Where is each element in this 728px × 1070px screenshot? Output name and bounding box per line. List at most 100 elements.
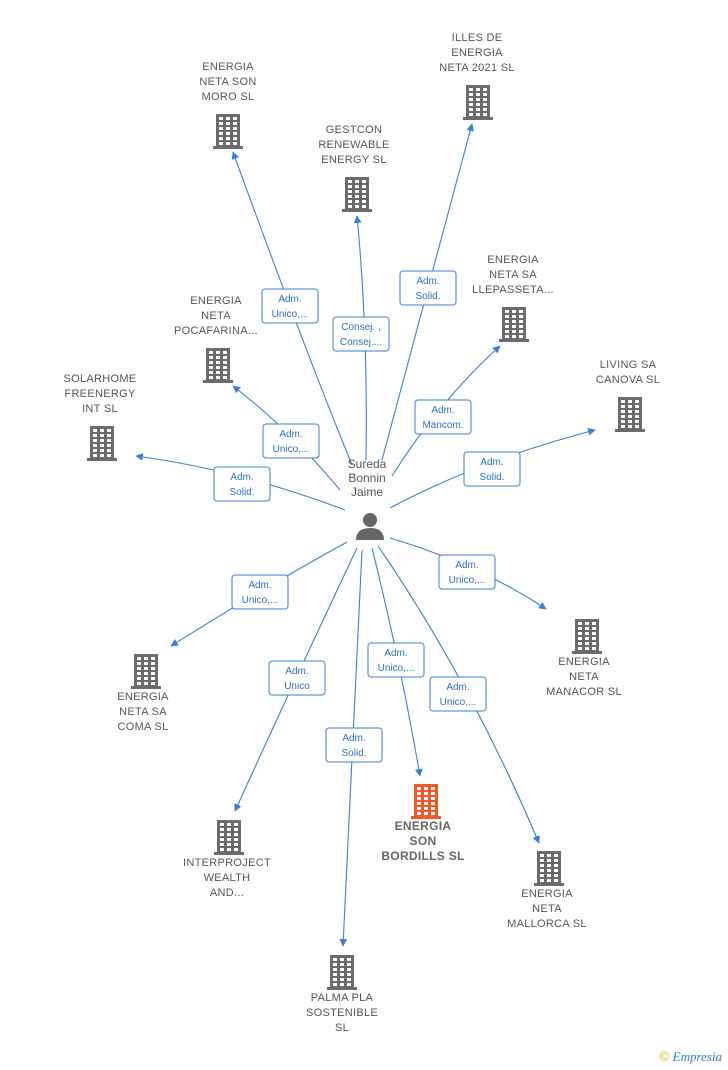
- node-label-line: ENERGIA: [487, 254, 539, 266]
- relation-box-living-sa-canova[interactable]: Adm. Solid.: [463, 451, 521, 487]
- node-label-line: ILLES DE: [452, 32, 503, 44]
- node-label-line: ENERGIA: [190, 295, 242, 307]
- relation-text: Unico,...: [449, 575, 486, 586]
- building-icon-energia-neta-manacor[interactable]: [572, 619, 602, 654]
- relation-box-energia-neta-sa-llepasseta[interactable]: Adm. Mancom.: [414, 399, 472, 435]
- relation-text: Solid.: [229, 487, 254, 498]
- footer-brand[interactable]: © Empresia: [659, 1049, 722, 1066]
- node-label-line: INTERPROJECT: [183, 857, 271, 869]
- relation-box-illes-de-energia-neta-2021[interactable]: Adm.Solid.: [399, 270, 457, 306]
- node-label-line: PALMA PLA: [311, 992, 374, 1004]
- relation-text: Adm.: [384, 648, 407, 659]
- relation-text: Unico,...: [440, 697, 477, 708]
- node-label-line: ENERGIA: [117, 691, 169, 703]
- node-label-line: GESTCON: [326, 124, 383, 136]
- person-name-line: Sureda: [348, 457, 387, 471]
- relation-text: Consej....: [340, 337, 382, 348]
- relation-text: Solid.: [415, 291, 440, 302]
- node-label-line: NETA: [201, 310, 231, 322]
- node-label-line: NETA SA: [119, 706, 167, 718]
- node-label-line: SOSTENIBLE: [306, 1007, 378, 1019]
- relation-text: Unico,...: [378, 663, 415, 674]
- relation-box-palma-pla-sostenible[interactable]: Adm.Solid.: [325, 727, 383, 763]
- copyright-symbol: ©: [658, 1050, 670, 1065]
- building-icon-solarhome-freenergy-int[interactable]: [87, 426, 117, 461]
- relation-text: Adm.: [431, 405, 454, 416]
- relation-box-energia-neta-pocafarina[interactable]: Adm.Unico,...: [262, 423, 320, 459]
- node-label-gestcon-renewable-energy[interactable]: GESTCON RENEWABLE ENERGY SL: [318, 124, 389, 166]
- person-icon: [356, 513, 384, 540]
- node-label-line: FREENERGY: [64, 388, 136, 400]
- relation-box-energia-neta-son-moro[interactable]: Adm. Unico,...: [261, 288, 319, 324]
- building-icon-energia-son-bordills[interactable]: [411, 784, 441, 819]
- building-icon-energia-neta-mallorca[interactable]: [534, 851, 564, 886]
- node-label-energia-neta-sa-coma[interactable]: ENERGIA NETA SA COMA SL: [117, 691, 169, 733]
- node-label-line: BORDILLS SL: [381, 849, 464, 863]
- person-name-line: Jaime: [351, 485, 383, 499]
- node-label-line: COMA SL: [117, 721, 168, 733]
- relation-box-gestcon-renewable-energy[interactable]: Consej. , Consej....: [332, 316, 390, 352]
- node-label-energia-neta-pocafarina[interactable]: ENERGIANETAPOCAFARINA...: [174, 295, 258, 337]
- building-icon-gestcon-renewable-energy[interactable]: [342, 177, 372, 212]
- relation-box-energia-neta-sa-coma[interactable]: Adm. Unico,...: [231, 574, 289, 610]
- building-icon-interproject-wealth[interactable]: [214, 820, 244, 855]
- relation-text: Adm.: [285, 666, 308, 677]
- building-icon-palma-pla-sostenible[interactable]: [327, 955, 357, 990]
- brand-name: mpresia: [680, 1049, 722, 1064]
- node-label-line: INT SL: [82, 403, 118, 415]
- relation-box-energia-son-bordills[interactable]: Adm. Unico,...: [367, 642, 425, 678]
- relation-box-interproject-wealth[interactable]: Adm. Unico: [268, 660, 326, 696]
- node-label-line: NETA: [569, 671, 599, 683]
- relation-text: Adm.: [455, 560, 478, 571]
- node-label-interproject-wealth[interactable]: INTERPROJECT WEALTH AND...: [183, 857, 271, 899]
- relation-text: Consej. ,: [341, 322, 380, 333]
- node-label-line: LLEPASSETA...: [472, 284, 554, 296]
- building-icon-energia-neta-sa-llepasseta[interactable]: [499, 307, 529, 342]
- relation-box-energia-neta-manacor[interactable]: Adm. Unico,...: [438, 554, 496, 590]
- node-label-line: ENERGIA: [395, 819, 452, 833]
- building-icon-living-sa-canova[interactable]: [615, 397, 645, 432]
- node-label-line: MANACOR SL: [546, 686, 622, 698]
- relation-text: Adm.: [278, 294, 301, 305]
- relation-box-energia-neta-mallorca[interactable]: Adm. Unico,...: [429, 676, 487, 712]
- relation-text: Adm.: [342, 733, 365, 744]
- node-label-line: AND...: [210, 887, 244, 899]
- building-icon-energia-neta-son-moro[interactable]: [213, 114, 243, 149]
- building-icon-energia-neta-sa-coma[interactable]: [131, 654, 161, 689]
- node-label-line: ENERGIA: [558, 656, 610, 668]
- relation-text: Unico,...: [242, 595, 279, 606]
- node-label-line: ENERGY SL: [321, 154, 386, 166]
- node-label-line: SON: [410, 834, 437, 848]
- person-name-line: Bonnin: [348, 471, 385, 485]
- relation-text: Unico,...: [273, 444, 310, 455]
- node-label-energia-neta-manacor[interactable]: ENERGIA NETA MANACOR SL: [546, 656, 622, 698]
- node-label-line: NETA 2021 SL: [439, 62, 515, 74]
- building-icon-energia-neta-pocafarina[interactable]: [203, 348, 233, 383]
- node-label-line: ENERGIA: [451, 47, 503, 59]
- relation-text: Adm.: [480, 457, 503, 468]
- relation-text: Adm.: [446, 682, 469, 693]
- node-label-line: WEALTH: [204, 872, 251, 884]
- node-label-energia-neta-sa-llepasseta[interactable]: ENERGIA NETA SA LLEPASSETA...: [472, 254, 554, 296]
- node-label-line: MORO SL: [202, 91, 255, 103]
- relation-text: Unico,...: [272, 309, 309, 320]
- relation-box-solarhome-freenergy-int[interactable]: Adm.Solid.: [213, 466, 271, 502]
- relation-text: Mancom.: [422, 420, 463, 431]
- node-label-line: MALLORCA SL: [507, 918, 587, 930]
- relation-text: Unico: [284, 681, 310, 692]
- node-label-line: NETA SON: [199, 76, 256, 88]
- node-label-line: NETA SA: [489, 269, 537, 281]
- node-label-illes-de-energia-neta-2021[interactable]: ILLES DE ENERGIA NETA 2021 SL: [439, 32, 515, 74]
- relation-text: Solid.: [479, 472, 504, 483]
- node-label-line: RENEWABLE: [318, 139, 389, 151]
- relation-text: Adm.: [248, 580, 271, 591]
- node-label-line: NETA: [532, 903, 562, 915]
- building-icon-illes-de-energia-neta-2021[interactable]: [463, 85, 493, 120]
